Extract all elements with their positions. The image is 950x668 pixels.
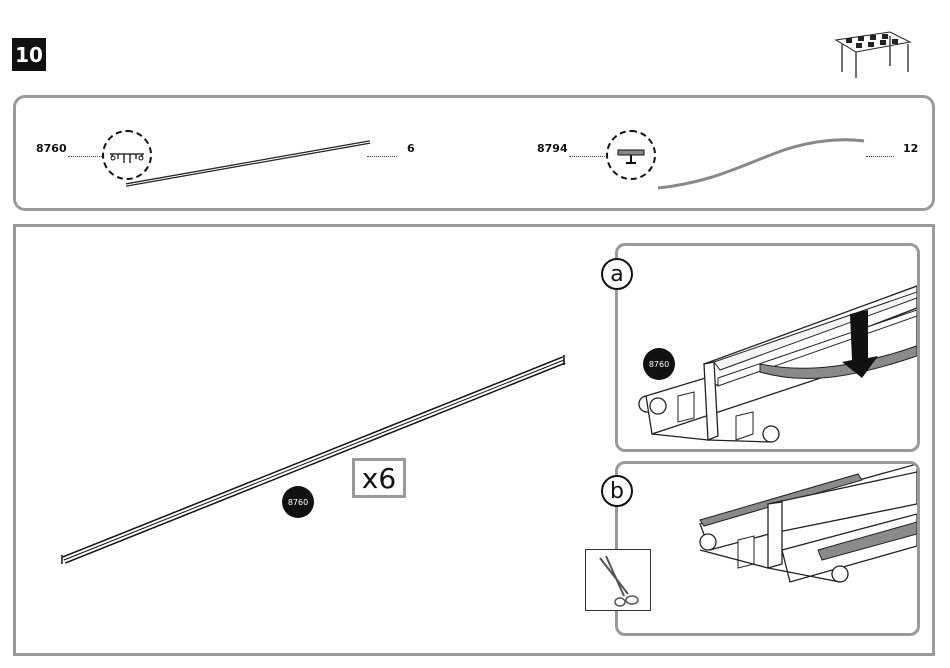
step-number: 10 xyxy=(12,38,46,71)
leader-dots xyxy=(866,156,894,157)
leader-dots xyxy=(367,156,397,157)
detail-panel-b xyxy=(615,461,920,636)
panel-letter-a: a xyxy=(601,258,633,290)
seal-profile-icon xyxy=(606,130,656,180)
panel-letter-b: b xyxy=(601,475,633,507)
scissors-icon xyxy=(585,549,651,611)
leader-dots xyxy=(68,156,102,157)
part-number-label: 8760 xyxy=(36,142,67,155)
part-number-marker: 8760 xyxy=(643,348,675,380)
part-number-label: 8794 xyxy=(537,142,568,155)
rail-main-drawing xyxy=(58,350,574,568)
pergola-thumbnail-icon xyxy=(832,26,912,80)
leader-dots xyxy=(569,156,605,157)
count-label: x6 xyxy=(352,458,406,498)
part-quantity: 6 xyxy=(407,142,415,155)
rail-8760-drawing xyxy=(122,136,376,192)
part-quantity: 12 xyxy=(903,142,918,155)
seal-8794-drawing xyxy=(654,134,868,192)
part-number-marker: 8760 xyxy=(282,486,314,518)
